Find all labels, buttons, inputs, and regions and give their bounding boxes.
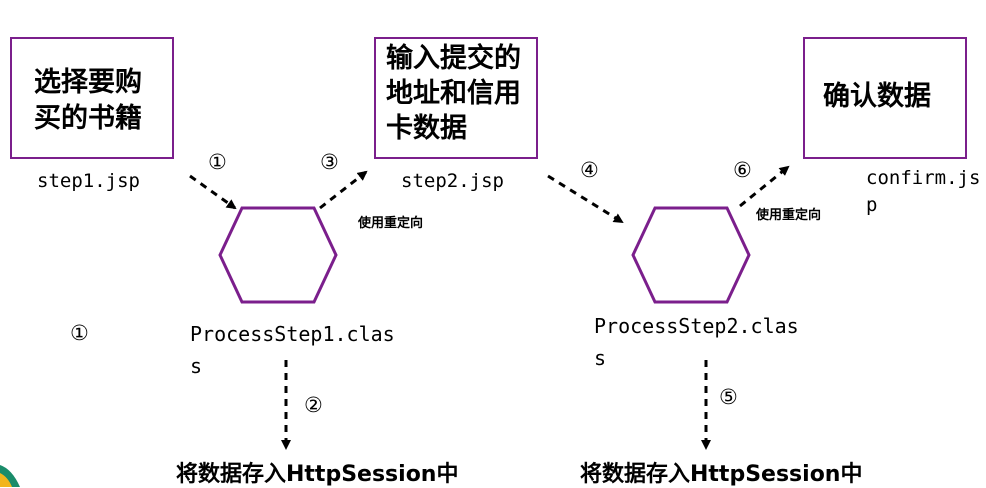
step-number-5: ⑤ xyxy=(719,385,738,409)
session-caption-right: 将数据存入HttpSession中 xyxy=(580,462,863,487)
select-books-box: 选择要购 买的书籍 xyxy=(10,37,174,159)
step-number-3: ③ xyxy=(320,150,339,174)
step-number-1-left: ① xyxy=(70,321,89,345)
select-books-text: 选择要购 买的书籍 xyxy=(34,67,142,134)
confirm-label-line1: confirm.js xyxy=(866,167,981,189)
arrow-step1 xyxy=(189,174,237,210)
arrow-step6 xyxy=(739,165,790,208)
step1-label: step1.jsp xyxy=(37,170,140,192)
session-caption-left: 将数据存入HttpSession中 xyxy=(176,462,459,487)
process-step2-label-line1: ProcessStep2.clas xyxy=(594,314,799,338)
process-step1-hexagon xyxy=(218,206,338,304)
arrow-step4 xyxy=(547,174,624,224)
step-number-2: ② xyxy=(304,393,323,417)
step-number-6: ⑥ xyxy=(733,158,752,182)
process-step1-label-line1: ProcessStep1.clas xyxy=(190,322,395,346)
corner-decoration xyxy=(0,465,20,487)
process-step2-label-line2: s xyxy=(594,346,607,370)
process-step1-label-line2: s xyxy=(190,354,203,378)
redirect-note-1: 使用重定向 xyxy=(358,216,424,231)
process-step2-hexagon xyxy=(631,206,751,304)
confirm-label-line2: p xyxy=(866,194,878,216)
step-number-1: ① xyxy=(208,150,227,174)
confirm-text: 确认数据 xyxy=(823,81,931,112)
confirm-box: 确认数据 xyxy=(803,37,967,159)
arrow-step3 xyxy=(319,170,368,210)
redirect-note-2: 使用重定向 xyxy=(756,208,822,223)
address-card-text: 输入提交的 地址和信用 卡数据 xyxy=(386,43,521,144)
step2-label: step2.jsp xyxy=(401,170,504,192)
step-number-4: ④ xyxy=(580,158,599,182)
address-card-box: 输入提交的 地址和信用 卡数据 xyxy=(374,37,538,159)
